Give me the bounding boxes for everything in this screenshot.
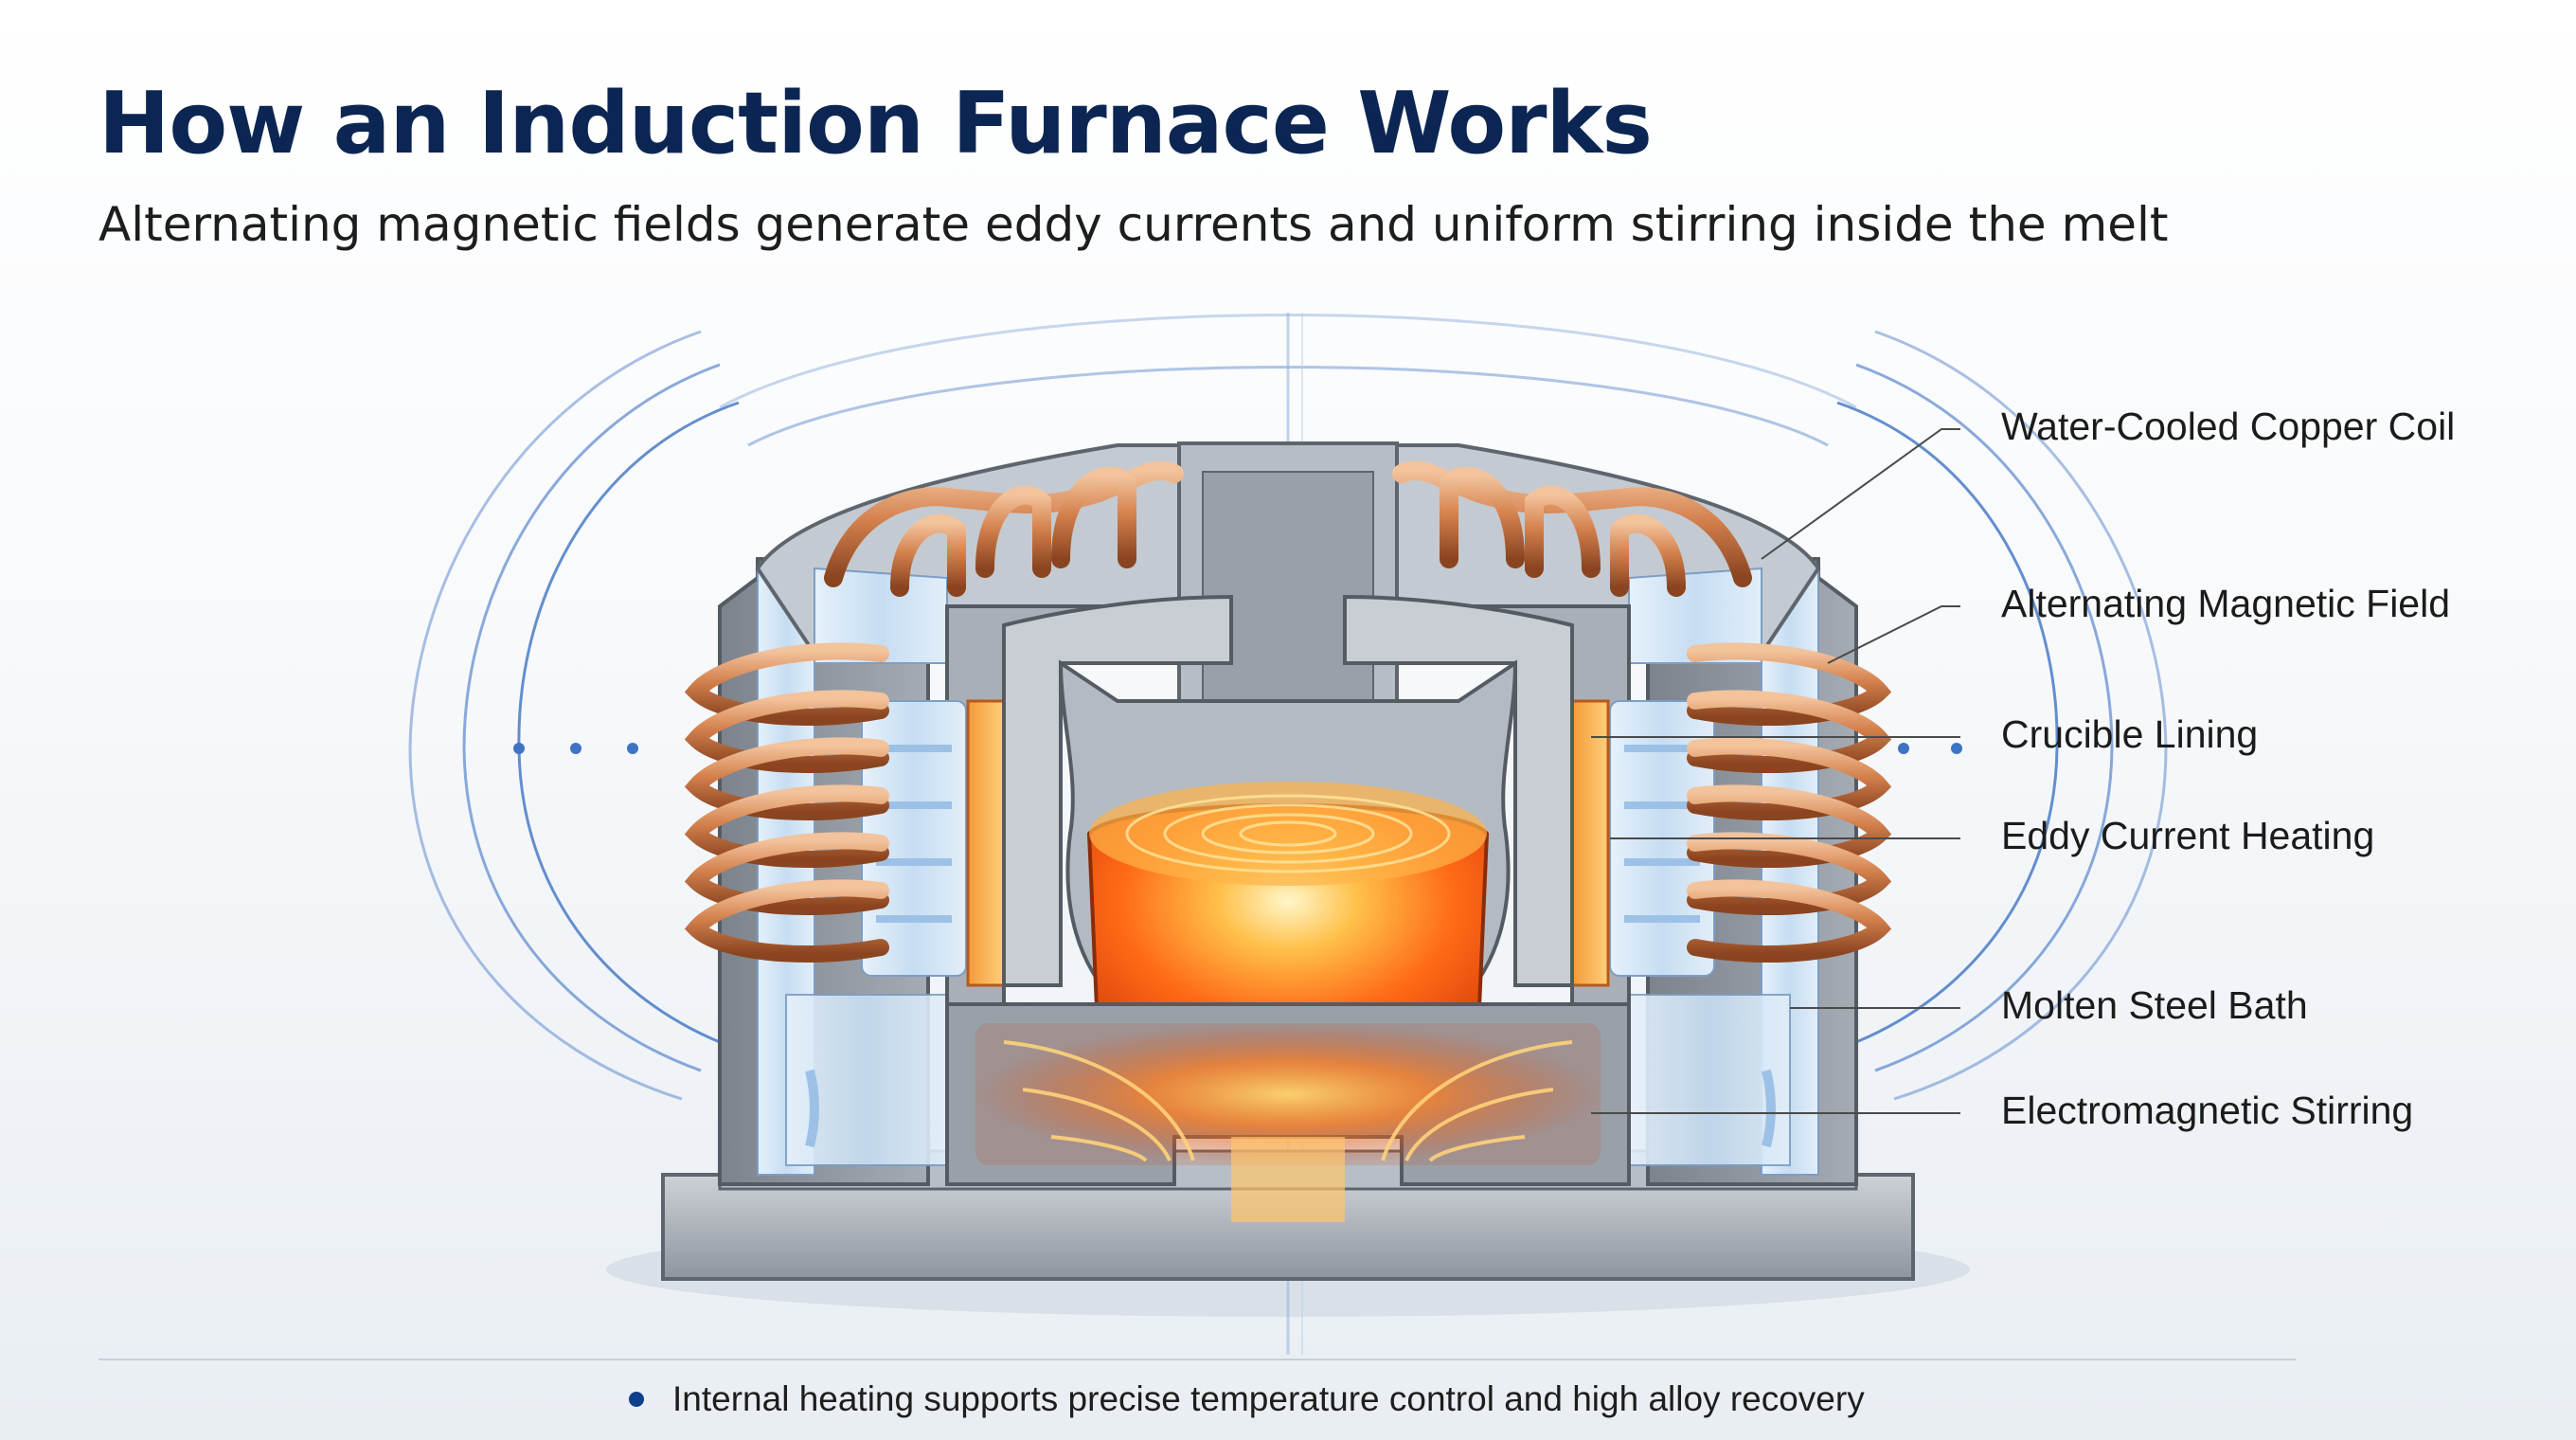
bullet-icon	[629, 1392, 644, 1407]
copper-coil-left	[684, 642, 889, 963]
label-alternating-magnetic-field: Alternating Magnetic Field	[2001, 582, 2451, 625]
page-subtitle: Alternating magnetic fields generate edd…	[98, 197, 2169, 252]
footer-note-text: Internal heating supports precise temper…	[672, 1379, 1865, 1418]
leader-lines	[1591, 428, 1960, 1114]
label-molten-steel-bath: Molten Steel Bath	[2001, 983, 2308, 1027]
label-eddy-current-heating: Eddy Current Heating	[2001, 814, 2375, 857]
label-electromagnetic-stirring: Electromagnetic Stirring	[2001, 1089, 2414, 1132]
stirring-chamber	[945, 1002, 1631, 1222]
leader-water-cooled-copper-coil	[1761, 428, 1960, 560]
eddy-current-strips	[966, 699, 1610, 987]
leader-alternating-magnetic-field	[1827, 605, 1960, 664]
top-coil-loops	[824, 460, 1752, 597]
field-nodes	[513, 743, 1962, 754]
label-crucible-lining: Crucible Lining	[2001, 712, 2259, 756]
footer-note: Internal heating supports precise temper…	[629, 1379, 1865, 1419]
label-water-cooled-copper-coil: Water-Cooled Copper Coil	[2001, 405, 2456, 448]
page-title: How an Induction Furnace Works	[98, 74, 1653, 173]
magnetic-field-lines	[408, 314, 2168, 1101]
copper-coil-right	[1687, 642, 1892, 963]
footer-divider	[98, 1359, 2296, 1360]
